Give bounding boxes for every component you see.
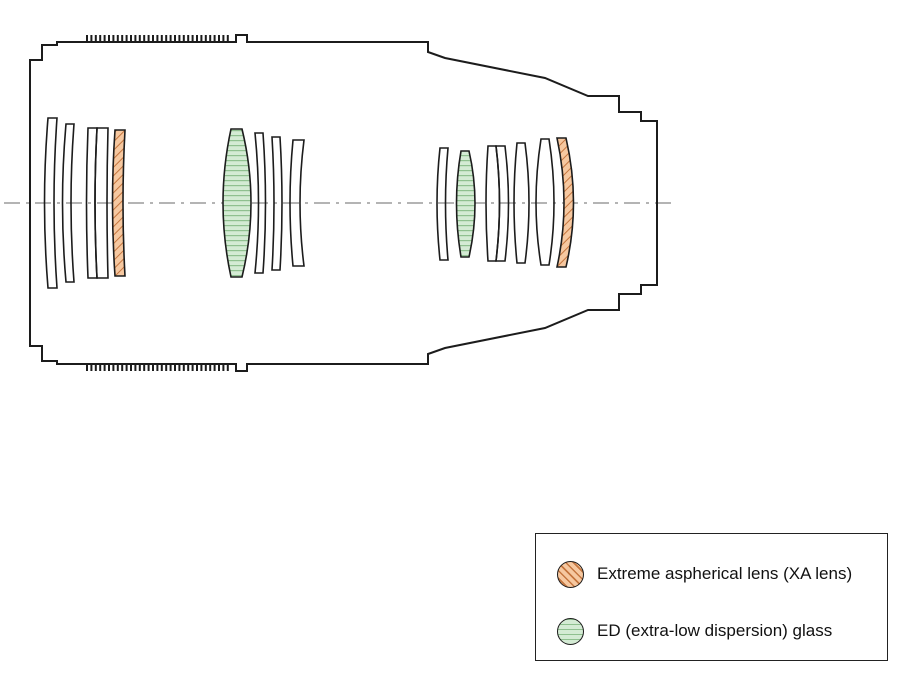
middle-lens-group bbox=[222, 128, 305, 278]
ed-legend-label: ED (extra-low dispersion) glass bbox=[597, 621, 833, 640]
ed-legend-swatch bbox=[557, 617, 584, 645]
lens-element bbox=[495, 145, 510, 262]
xa-lens-element bbox=[556, 137, 575, 268]
legend-item-ed: ED (extra-low dispersion) glass bbox=[557, 617, 832, 645]
ed-lens-element bbox=[455, 150, 476, 258]
lens-element bbox=[513, 142, 530, 264]
lens-element bbox=[43, 117, 58, 289]
lens-barrel-outline bbox=[29, 34, 658, 372]
ed-lens-element bbox=[222, 128, 252, 278]
lens-element bbox=[436, 147, 449, 261]
xa-legend-label: Extreme aspherical lens (XA lens) bbox=[597, 564, 853, 583]
xa-lens-element bbox=[111, 129, 126, 277]
lens-element bbox=[271, 136, 283, 271]
lens-cross-section-diagram bbox=[4, 34, 674, 372]
lens-element bbox=[289, 139, 305, 267]
legend-item-xa: Extreme aspherical lens (XA lens) bbox=[557, 560, 852, 588]
legend: Extreme aspherical lens (XA lens) ED (ex… bbox=[535, 533, 888, 661]
lens-element bbox=[94, 127, 109, 279]
front-lens-group bbox=[43, 117, 126, 289]
xa-legend-swatch bbox=[557, 560, 584, 588]
lens-element bbox=[61, 123, 75, 283]
lens-element bbox=[535, 138, 555, 266]
lens-element bbox=[254, 132, 267, 274]
rear-lens-group bbox=[436, 137, 575, 268]
